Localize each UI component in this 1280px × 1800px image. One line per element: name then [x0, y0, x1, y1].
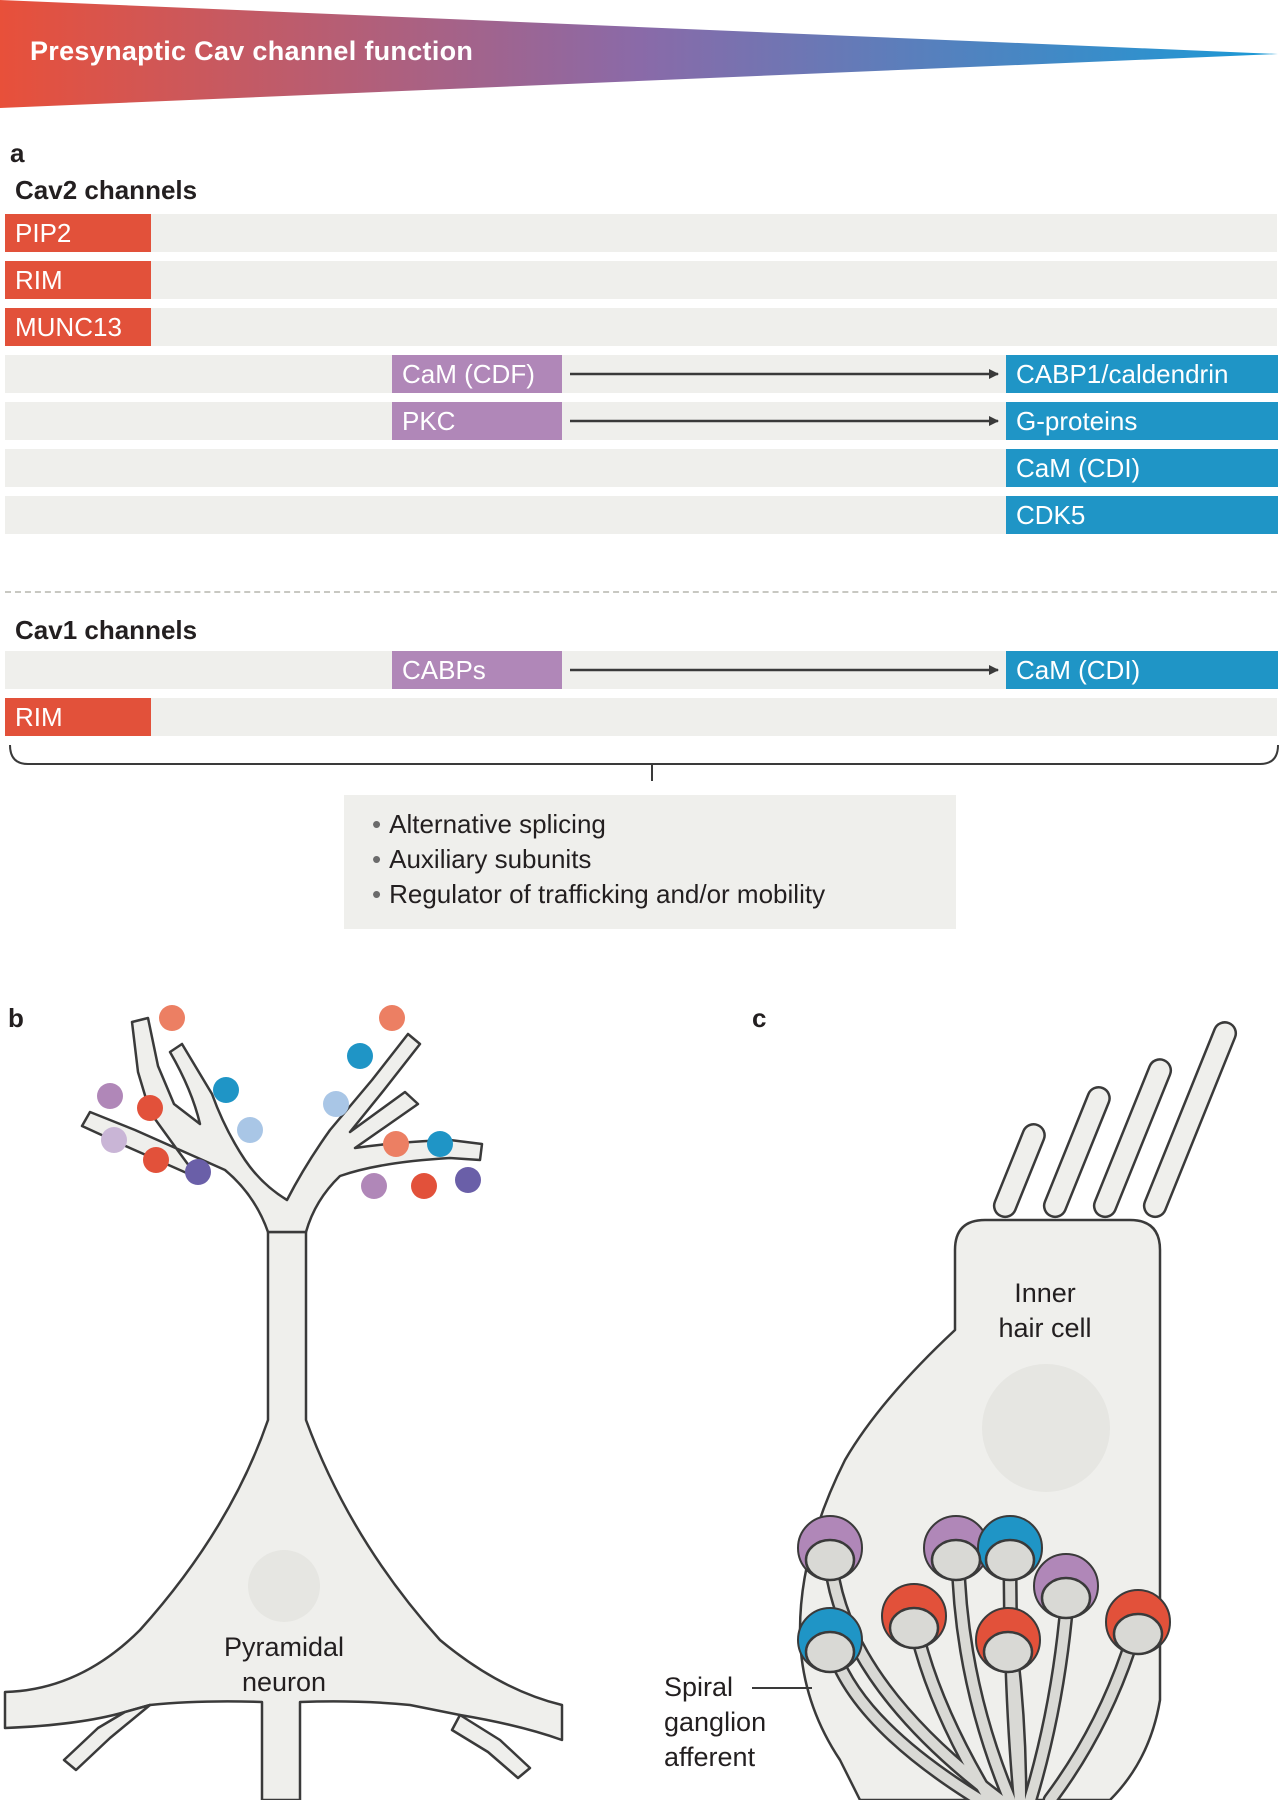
cdk5-box: CDK5 — [1006, 496, 1278, 534]
spine-head — [455, 1167, 481, 1193]
spine-head — [323, 1091, 349, 1117]
stereocilium — [1042, 1085, 1111, 1219]
pyramidal-neuron — [3, 1016, 564, 1800]
function-gradient-banner — [0, 0, 1278, 108]
cav2-row-track — [5, 308, 1277, 346]
cam-cdi-box: CaM (CDI) — [1006, 449, 1278, 487]
spine-head — [347, 1043, 373, 1069]
spine-head — [427, 1131, 453, 1157]
spine-head — [137, 1095, 163, 1121]
label-line: Pyramidal — [223, 1632, 345, 1662]
factor-item: Auxiliary subunits — [372, 844, 591, 875]
cav2-row-track — [5, 261, 1277, 299]
spine-head — [361, 1173, 387, 1199]
cav1-title: Cav1 channels — [15, 615, 198, 645]
spine-head — [101, 1127, 127, 1153]
label-line: hair cell — [998, 1313, 1092, 1343]
cav1-rim-box: RIM — [5, 698, 151, 736]
afferent-terminals — [804, 1538, 1164, 1674]
stereocilium — [1142, 1021, 1238, 1219]
grouping-brace — [9, 744, 1279, 765]
hair-cell-nucleus — [982, 1364, 1110, 1492]
panel-c-letter: c — [752, 1003, 767, 1033]
spine-head — [379, 1005, 405, 1031]
spine-head — [185, 1159, 211, 1185]
pkc-box: PKC — [392, 402, 562, 440]
spine-head — [97, 1083, 123, 1109]
section-divider — [5, 591, 1277, 593]
cam-cdf-box: CaM (CDF) — [392, 355, 562, 393]
spine-head — [213, 1077, 239, 1103]
factor-item: Regulator of trafficking and/or mobility — [372, 879, 825, 910]
banner-title: Presynaptic Cav channel function — [30, 36, 474, 66]
rim-box: RIM — [5, 261, 151, 299]
munc13-box: MUNC13 — [5, 308, 151, 346]
factor-item: Alternative splicing — [372, 809, 606, 840]
label-line: Inner — [1014, 1278, 1076, 1308]
spine-head — [383, 1131, 409, 1157]
pyramidal-neuron-label: Pyramidal neuron — [184, 1630, 384, 1700]
stereocilium — [1092, 1058, 1173, 1219]
spine-head — [159, 1005, 185, 1031]
label-line: Spiral — [664, 1672, 734, 1702]
label-line: afferent — [664, 1742, 756, 1772]
cav1-row-track — [5, 698, 1277, 736]
spine-head — [237, 1117, 263, 1143]
stereocilium — [992, 1123, 1046, 1219]
cav2-row-track — [5, 214, 1277, 252]
cav1-cam-cdi-box: CaM (CDI) — [1006, 651, 1278, 689]
panel-b-letter: b — [8, 1003, 24, 1033]
inner-hair-cell-label: Inner hair cell — [950, 1276, 1140, 1346]
spine-head — [411, 1173, 437, 1199]
label-line: ganglion — [664, 1707, 767, 1737]
modulating-factors-box: Alternative splicing Auxiliary subunits … — [344, 795, 956, 929]
spine-head — [143, 1147, 169, 1173]
label-line: neuron — [241, 1667, 327, 1697]
pip2-box: PIP2 — [5, 214, 151, 252]
inner-hair-cell — [798, 1021, 1238, 1800]
g-proteins-box: G-proteins — [1006, 402, 1278, 440]
spiral-ganglion-afferent-label: Spiral ganglion afferent — [664, 1670, 824, 1775]
neuron-nucleus — [248, 1550, 320, 1622]
panel-a-arrows — [9, 369, 1279, 781]
panel-a-letter: a — [10, 138, 25, 168]
cav2-title: Cav2 channels — [15, 175, 198, 205]
spine-heads — [97, 1005, 481, 1199]
cabps-box: CABPs — [392, 651, 562, 689]
cabp1-caldendrin-box: CABP1/caldendrin — [1006, 355, 1278, 393]
